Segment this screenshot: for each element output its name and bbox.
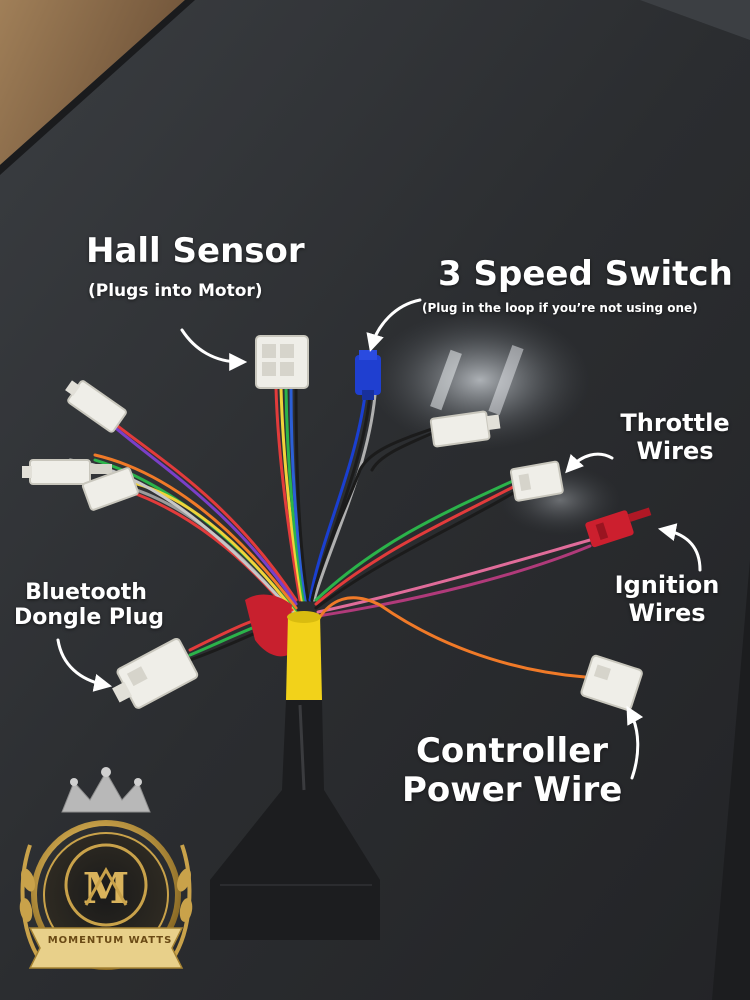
controller-power-label: Controller Power Wire <box>402 731 623 811</box>
bluetooth-line2: Dongle Plug <box>14 605 164 631</box>
throttle-line1: Throttle <box>620 409 730 437</box>
bluetooth-arrow <box>56 638 113 692</box>
hall-sensor-title: Hall Sensor <box>86 231 305 271</box>
hall-arrow <box>180 328 248 371</box>
black-heat-shrink <box>210 700 380 940</box>
throttle-connector <box>509 460 564 502</box>
wire-bundle <box>68 386 592 679</box>
left-connector-top <box>65 380 127 433</box>
controller-power-connector <box>580 654 643 711</box>
hall-sensor-subtitle: (Plugs into Motor) <box>88 281 263 301</box>
left-connector-middle <box>22 459 112 485</box>
light-reflection <box>370 310 590 450</box>
ignition-arrow <box>657 523 702 572</box>
red-tape <box>245 594 292 657</box>
momentum-watts-logo: M <box>19 767 193 970</box>
bluetooth-line1: Bluetooth <box>25 580 147 605</box>
speed-switch-plug <box>355 350 381 400</box>
controller-line2: Power Wire <box>402 770 623 811</box>
speed-switch-subtitle: (Plug in the loop if you’re not using on… <box>422 301 698 315</box>
yellow-sleeve <box>286 615 322 700</box>
loop-connector <box>429 410 501 448</box>
ignition-wires-label: Ignition Wires <box>606 571 728 627</box>
ignition-line1: Ignition <box>614 571 720 599</box>
ignition-line2: Wires <box>628 598 706 627</box>
bluetooth-connector <box>112 637 199 709</box>
throttle-line2: Wires <box>636 436 714 465</box>
speed-switch-title: 3 Speed Switch <box>438 254 733 294</box>
controller-arrow <box>626 705 644 780</box>
logo-text: MOMENTUM WATTS <box>47 935 173 946</box>
ignition-plug <box>585 507 652 548</box>
crown-icon <box>61 770 151 813</box>
speed-arrow <box>366 298 422 352</box>
annotation-arrows <box>56 298 702 780</box>
left-connector-bottom <box>81 467 139 511</box>
throttle-wires-label: Throttle Wires <box>620 409 730 465</box>
bluetooth-dongle-label: Bluetooth Dongle Plug <box>14 580 164 631</box>
controller-line1: Controller <box>415 731 609 771</box>
throttle-arrow <box>565 452 614 474</box>
logo-ribbon <box>28 927 184 969</box>
hall-sensor-connector <box>255 335 309 389</box>
